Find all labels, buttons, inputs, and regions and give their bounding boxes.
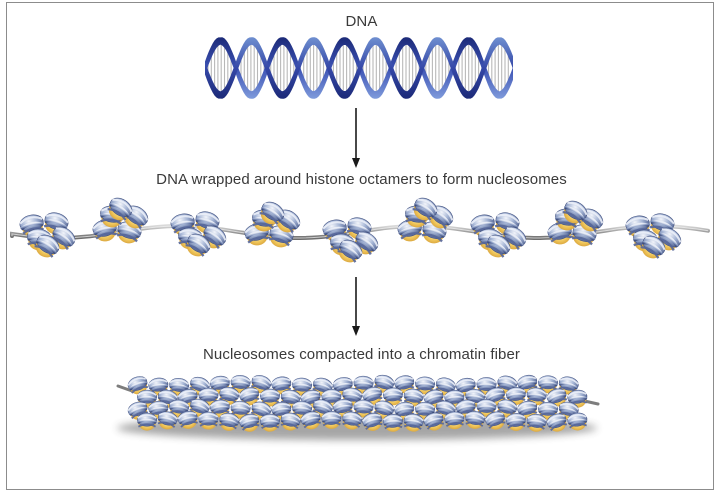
nucleosomes-label: DNA wrapped around histone octamers to f… — [156, 171, 567, 188]
nucleosome-string — [10, 197, 710, 263]
dna-double-helix — [205, 37, 513, 99]
arrow-down-icon — [352, 277, 360, 336]
chromatin-fiber-label: Nucleosomes compacted into a chromatin f… — [202, 346, 521, 363]
arrow-down-icon — [352, 108, 360, 168]
chromatin-fiber — [116, 374, 600, 440]
dna-label: DNA — [345, 13, 378, 30]
